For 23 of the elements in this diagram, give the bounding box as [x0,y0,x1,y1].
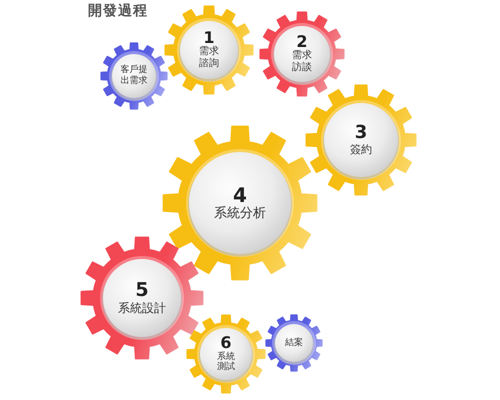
gear [186,314,266,394]
step-label: 結案 [284,338,304,348]
step-number: 3 [354,124,368,143]
gear [162,125,318,281]
gear [265,314,323,372]
title: 開發過程 [88,2,148,20]
step-number: 2 [296,34,308,50]
step-number: 4 [233,184,247,206]
step-number: 6 [220,334,232,352]
gear [164,5,254,95]
step-label: 系統分析 [213,206,267,222]
step-label: 系統設計 [116,300,167,316]
step-label: 需求訪談 [291,50,313,74]
step-number: 1 [203,30,215,46]
step-label: 需求諮詢 [198,46,220,70]
gear [80,236,204,360]
step-number: 5 [135,280,149,301]
step-label: 客戶提出需求 [120,65,148,87]
gear [100,42,168,110]
gear [259,11,345,97]
gear [305,84,417,196]
step-label: 簽約 [349,142,373,156]
step-label: 系統測試 [216,352,236,374]
